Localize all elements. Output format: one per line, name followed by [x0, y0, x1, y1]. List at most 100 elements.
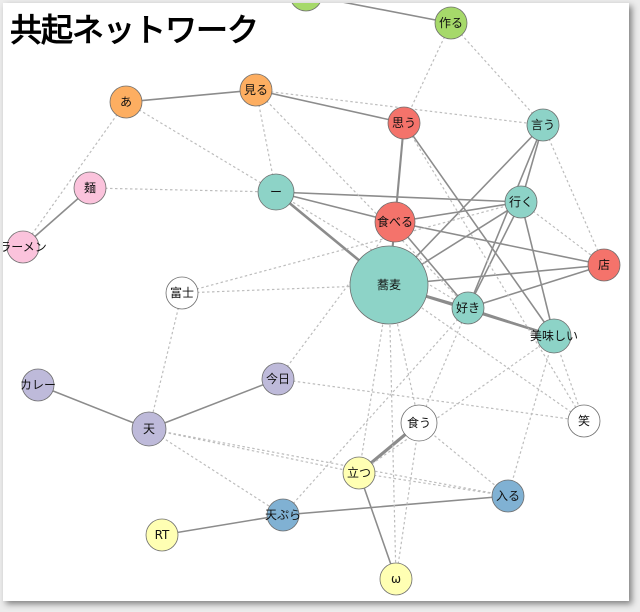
- edge-miru-omou: [255, 89, 405, 124]
- network-figure: 作るあ見る思う言う麺ー行く食べるラーメン店富士蕎麦好き美味しい今日カレー笑食う天…: [3, 3, 629, 601]
- edge-a-ramen: [22, 101, 127, 248]
- edge-iku-mise: [520, 201, 605, 266]
- page-title: 共起ネットワーク: [10, 11, 259, 49]
- node-circle-warau: [567, 404, 601, 438]
- node-ramen: ラーメン: [3, 230, 47, 264]
- edge-suki-tenpura: [282, 307, 469, 516]
- node-circle-miru: [239, 73, 273, 107]
- node-label-dash: ー: [270, 185, 282, 199]
- node-label-taberu: 食べる: [377, 214, 413, 229]
- edge-tatsu-hairu: [358, 472, 509, 497]
- edge-oishii-tatsu: [358, 335, 555, 474]
- node-label-warau: 笑: [578, 413, 590, 428]
- node-label-fuji: 富士: [170, 285, 194, 300]
- edge-ten-tatsu: [148, 428, 360, 474]
- edge-ten-hairu: [148, 428, 509, 497]
- edge-miru-suki: [255, 89, 469, 309]
- node-fuji: 富士: [165, 276, 199, 310]
- network-graph: 作るあ見る思う言う麺ー行く食べるラーメン店富士蕎麦好き美味しい今日カレー笑食う天…: [3, 3, 621, 596]
- node-label-hairu: 入る: [496, 489, 520, 503]
- node-dash: ー: [257, 173, 295, 211]
- node-circle-oishii: [536, 318, 572, 354]
- node-layer: 作るあ見る思う言う麺ー行く食べるラーメン店富士蕎麦好き美味しい今日カレー笑食う天…: [3, 3, 621, 596]
- node-curry: カレー: [20, 368, 56, 402]
- node-circle-kuu: [400, 404, 438, 442]
- node-circle-tsukuru: [434, 6, 468, 40]
- node-circle-ramen: [6, 230, 40, 264]
- node-label-kuu: 食う: [407, 415, 431, 430]
- node-label-omou: 思う: [392, 116, 416, 130]
- node-circle-omega: [379, 562, 413, 596]
- node-circle-hairu: [491, 479, 525, 513]
- edge-kyou-warau: [277, 378, 585, 422]
- node-label-men: 麺: [84, 181, 96, 195]
- edge-ten-tenpura: [148, 428, 284, 516]
- node-tenpura: 天ぷら: [265, 498, 301, 532]
- node-circle-suki: [451, 291, 485, 325]
- edge-kuu-hairu: [418, 422, 509, 497]
- edge-taberu-iku: [394, 201, 522, 223]
- node-circle-iku: [504, 185, 538, 219]
- node-label-omega: ω: [391, 572, 401, 586]
- edge-tenpura-hairu: [282, 495, 509, 516]
- node-mise: 店: [587, 248, 621, 282]
- node-label-oishii: 美味しい: [530, 329, 578, 343]
- node-circle-iu: [526, 108, 560, 142]
- node-circle-taberu: [374, 201, 416, 243]
- edge-omou-oishii: [403, 122, 555, 337]
- node-tatsu: 立つ: [342, 456, 376, 490]
- node-label-curry: カレー: [20, 378, 56, 392]
- node-label-tenpura: 天ぷら: [265, 508, 301, 522]
- node-oishii: 美味しい: [530, 318, 578, 354]
- node-label-kyou: 今日: [266, 371, 290, 386]
- edge-suki-mise: [467, 264, 605, 309]
- node-a: あ: [109, 85, 143, 119]
- edge-iu-suki: [467, 124, 544, 309]
- node-ten: 天: [131, 411, 167, 447]
- edge-iku-suki: [467, 201, 522, 309]
- edge-top-tsukuru: [343, 3, 452, 24]
- edge-soba-kuu: [388, 284, 420, 424]
- node-hairu: 入る: [491, 479, 525, 513]
- node-label-tsukuru: 作る: [439, 16, 463, 30]
- edge-tsukuru-omou: [403, 22, 452, 124]
- node-circle-a: [109, 85, 143, 119]
- node-circle-rt: [145, 518, 179, 552]
- node-circle-soba: [349, 245, 429, 325]
- node-tsukuru: 作る: [434, 6, 468, 40]
- node-label-mise: 店: [598, 258, 610, 272]
- node-circle-omou: [387, 106, 421, 140]
- node-label-iu: 言う: [531, 118, 555, 132]
- node-men: 麺: [73, 171, 107, 205]
- edge-iu-mise: [542, 124, 605, 266]
- node-circle-dash: [257, 173, 295, 211]
- edge-men-dash: [89, 187, 277, 193]
- node-label-iku: 行く: [509, 195, 533, 209]
- edge-curry-ten: [37, 384, 150, 430]
- edge-soba-omega: [388, 284, 397, 580]
- node-label-tatsu: 立つ: [347, 465, 371, 480]
- node-label-suki: 好き: [456, 301, 480, 315]
- edge-tsukuru-iu: [450, 22, 544, 126]
- node-label-rt: RT: [155, 528, 170, 542]
- node-circle-fuji: [165, 276, 199, 310]
- node-circle-tenpura: [266, 498, 300, 532]
- node-top: [291, 3, 321, 12]
- node-iu: 言う: [526, 108, 560, 142]
- node-label-miru: 見る: [244, 83, 268, 97]
- node-circle-kyou: [261, 362, 295, 396]
- edge-dash-iku: [275, 191, 522, 203]
- node-circle-curry: [21, 368, 55, 402]
- node-omou: 思う: [387, 106, 421, 140]
- node-iku: 行く: [504, 185, 538, 219]
- node-circle-mise: [587, 248, 621, 282]
- node-circle-tatsu: [342, 456, 376, 490]
- edge-tatsu-omega: [358, 472, 397, 580]
- node-soba: 蕎麦: [349, 245, 429, 325]
- edge-miru-iu: [255, 89, 544, 126]
- node-circle-men: [73, 171, 107, 205]
- node-circle-ten: [131, 411, 167, 447]
- edge-suki-kuu: [418, 307, 469, 424]
- edge-fuji-ten: [148, 292, 183, 430]
- edge-rt-tenpura: [161, 514, 284, 536]
